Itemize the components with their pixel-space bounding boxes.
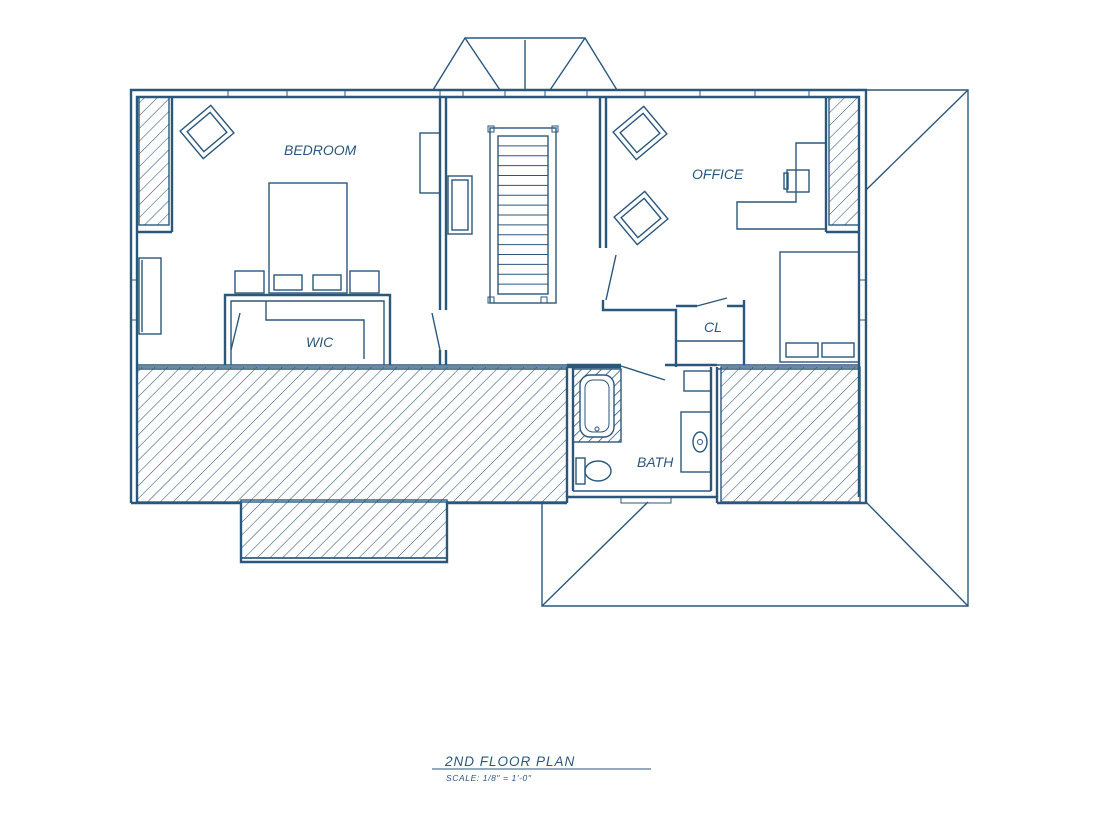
room-label-closet: CL [704, 319, 722, 335]
room-label-wic: WIC [306, 334, 334, 350]
interior-walls [137, 97, 859, 497]
drawing-title: 2ND FLOOR PLAN [444, 754, 575, 769]
room-label-office: OFFICE [692, 166, 744, 182]
staircase [447, 125, 559, 304]
dormer-roof [431, 37, 619, 91]
doors [230, 254, 728, 381]
room-label-bath: BATH [637, 454, 674, 470]
title-block: 2ND FLOOR PLAN SCALE: 1/8" = 1'-0" [432, 754, 651, 783]
office-furniture [612, 105, 860, 363]
bath-fixtures [572, 368, 712, 485]
drawing-scale: SCALE: 1/8" = 1'-0" [446, 773, 532, 783]
bedroom-furniture [138, 104, 441, 335]
hip-roof-right [541, 89, 969, 607]
windows [130, 89, 867, 504]
room-label-bedroom: BEDROOM [284, 142, 357, 158]
